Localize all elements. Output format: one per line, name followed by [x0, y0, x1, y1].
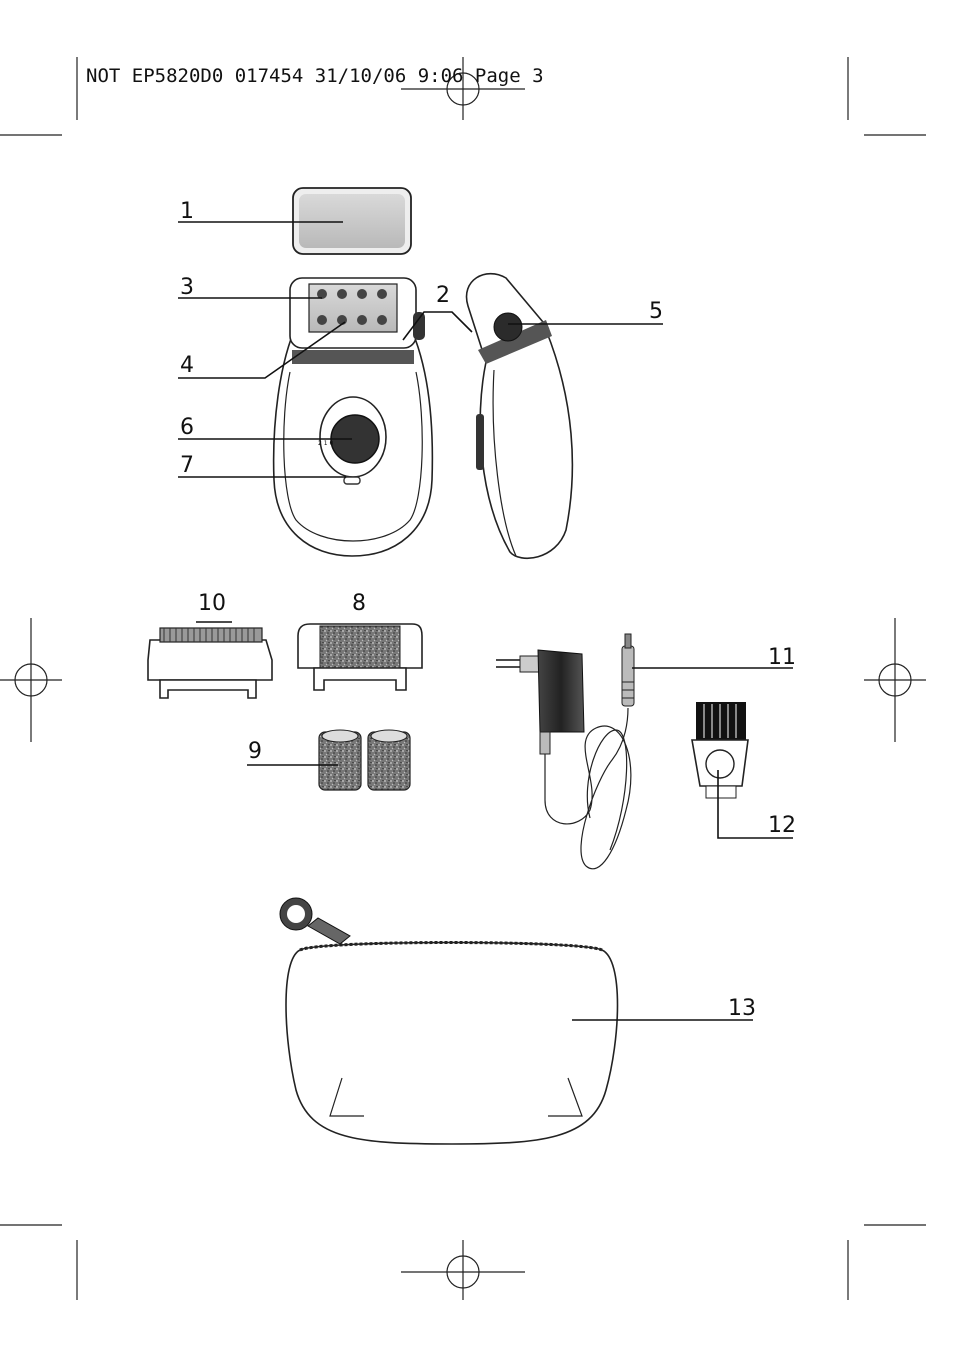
label-6: 6 — [180, 415, 194, 440]
protective-cap — [292, 187, 412, 255]
registration-mark-bottom — [401, 1240, 525, 1300]
label-11: 11 — [768, 645, 796, 670]
label-2: 2 — [436, 283, 450, 308]
label-5: 5 — [649, 299, 663, 324]
leader-lines — [178, 221, 793, 1021]
label-9: 9 — [248, 739, 262, 764]
crop-marks — [0, 57, 926, 1300]
switch-marks: 2 1 0 — [318, 440, 333, 447]
label-4: 4 — [180, 353, 194, 378]
light-button[interactable] — [493, 312, 523, 342]
exfoliation-rollers — [318, 729, 411, 791]
shaving-head — [147, 627, 273, 699]
adapter — [496, 633, 635, 870]
header-slug: NOT EP5820D0 017454 31/10/06 9:06 Page 3 — [86, 65, 544, 87]
epilator-front: 2 1 0 — [272, 277, 434, 557]
label-7: 7 — [180, 453, 194, 478]
label-13: 13 — [728, 996, 756, 1021]
label-12: 12 — [768, 813, 796, 838]
callout-numbers: 1 3 4 2 5 6 7 10 8 9 11 12 13 — [180, 199, 796, 1021]
tweezer-discs — [317, 289, 387, 325]
epilator-side — [465, 272, 574, 560]
charging-indicator — [343, 476, 361, 485]
registration-mark-top — [401, 57, 525, 120]
label-3: 3 — [180, 275, 194, 300]
label-10: 10 — [198, 591, 226, 616]
label-8: 8 — [352, 591, 366, 616]
registration-mark-left — [0, 618, 62, 742]
registration-mark-right — [864, 618, 926, 742]
cleaning-brush — [691, 702, 749, 799]
label-1: 1 — [180, 199, 194, 224]
travel-pouch — [279, 897, 619, 1145]
exfoliation-head — [297, 623, 423, 691]
